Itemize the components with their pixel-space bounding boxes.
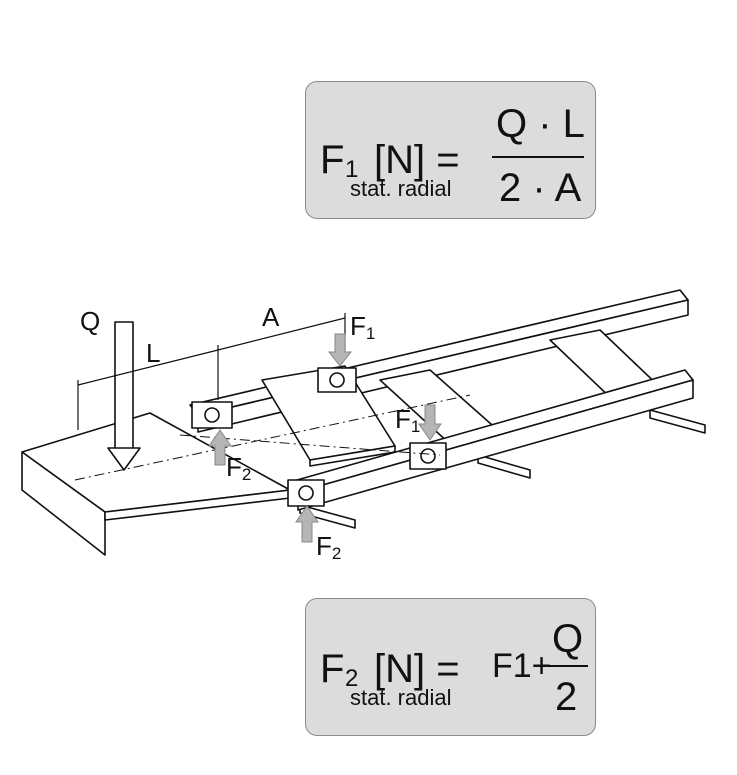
- crossbar: [299, 504, 356, 529]
- label-l: L: [146, 338, 160, 368]
- formula-f1-unit: [N] =: [374, 138, 460, 182]
- force-arrow-f1: [418, 404, 442, 441]
- centerline: [74, 394, 471, 481]
- force-arrow-f2: [208, 429, 232, 466]
- fraction-bar: [546, 665, 588, 667]
- formula-f2-term: F1+: [492, 647, 552, 685]
- formula-f1-qualifier: stat. radial: [350, 176, 452, 201]
- crossbar: [477, 454, 531, 479]
- formula-f2-lhs: F: [320, 647, 345, 691]
- label-f1-right: F1: [395, 404, 420, 436]
- formula-f2-qualifier: stat. radial: [350, 685, 452, 710]
- label-f2-left: F2: [226, 452, 251, 484]
- label-a: A: [262, 302, 280, 332]
- base-plate-flange: [21, 451, 106, 556]
- load-post: [114, 321, 134, 451]
- label-f1-top: F1: [350, 311, 375, 343]
- wheel: [298, 485, 314, 501]
- formula-f1-numerator: Q · L: [496, 102, 585, 146]
- formula-f1-denominator: 2 · A: [499, 166, 582, 210]
- formula-f1-subscript: 1: [345, 156, 359, 183]
- formula-f2-numerator: Q: [552, 617, 584, 661]
- formula-f1-lhs: F: [320, 138, 345, 182]
- force-arrow-f2: [295, 505, 319, 543]
- formula-f2-denominator: 2: [555, 675, 578, 719]
- dimension-line-A: [217, 317, 346, 351]
- formula-f2-subscript: 2: [345, 665, 359, 692]
- load-arrowhead: [107, 447, 141, 471]
- label-q: Q: [80, 306, 100, 336]
- wheel: [329, 372, 345, 388]
- formula-f2-box: F 2 [N] = stat. radial F1+ Q 2: [305, 598, 596, 736]
- crossbar: [649, 409, 706, 434]
- wheel: [420, 448, 436, 464]
- fraction-bar: [492, 156, 584, 158]
- force-arrow-f1: [327, 333, 353, 367]
- formula-f2-unit: [N] =: [374, 647, 460, 691]
- dimension-line-L: [77, 349, 219, 386]
- label-f2-bottom: F2: [316, 531, 341, 563]
- formula-f1-box: F 1 [N] = stat. radial Q · L 2 · A: [305, 81, 596, 219]
- guide-wheel-carriage: [191, 401, 233, 429]
- wheel: [204, 407, 220, 423]
